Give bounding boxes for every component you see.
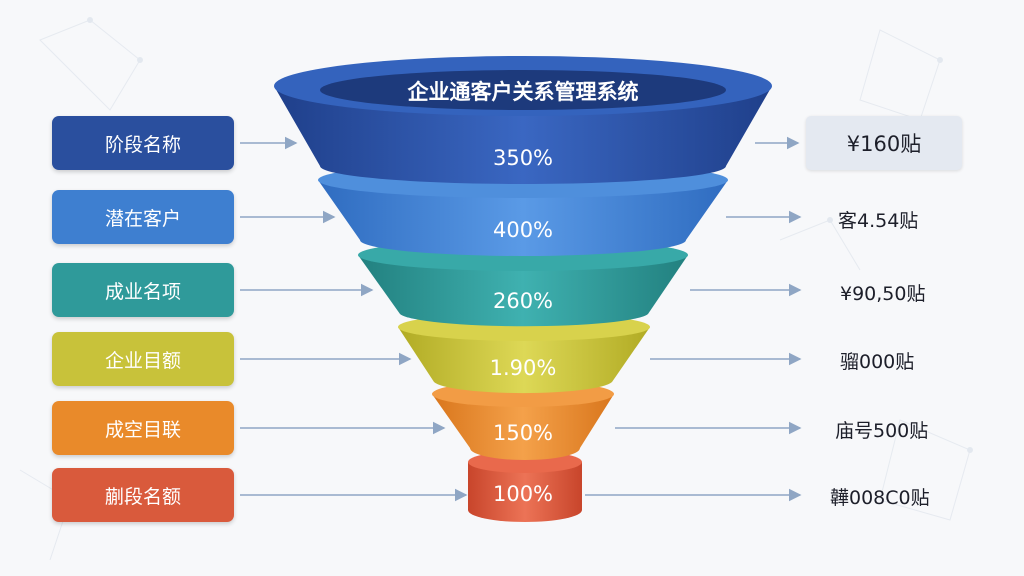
stage-label-text: 成业名项 xyxy=(104,280,181,303)
stage-percent-6: 100% xyxy=(493,482,553,506)
funnel-stage-1 xyxy=(274,56,772,184)
stage-percent-4: 1.90% xyxy=(490,356,557,380)
stage-label-text: 阶段名称 xyxy=(104,133,181,156)
stage-label-1: 阶段名称 xyxy=(52,116,234,170)
stage-value-1: ¥160贴 xyxy=(846,132,922,156)
stage-value-2: 客4.54贴 xyxy=(838,210,919,232)
stage-label-2: 潜在客户 xyxy=(52,190,234,244)
stage-percent-1: 350% xyxy=(493,146,553,170)
left-arrows xyxy=(240,136,468,502)
stage-percent-3: 260% xyxy=(493,289,553,313)
funnel-title: 企业通客户关系管理系统 xyxy=(407,80,639,104)
stage-label-6: 蒯段名额 xyxy=(52,468,234,522)
stage-value-6: 韡008C0贴 xyxy=(830,487,930,509)
stage-label-4: 企业目额 xyxy=(52,332,234,386)
value-box-1: ¥160贴 xyxy=(806,116,962,170)
stage-percent-2: 400% xyxy=(493,218,553,242)
stage-label-text: 潜在客户 xyxy=(104,207,181,230)
stage-label-text: 成空目联 xyxy=(104,418,181,441)
stage-value-4: 骝000贴 xyxy=(840,351,915,373)
stage-value-5: 庙号500贴 xyxy=(835,420,929,442)
stage-label-3: 成业名项 xyxy=(52,263,234,317)
stage-value-3: ¥90,50贴 xyxy=(840,283,926,305)
stage-percent-5: 150% xyxy=(493,421,553,445)
stage-label-text: 蒯段名额 xyxy=(104,485,181,508)
stage-label-5: 成空目联 xyxy=(52,401,234,455)
right-arrows xyxy=(585,136,802,502)
stage-label-text: 企业目额 xyxy=(104,349,181,372)
